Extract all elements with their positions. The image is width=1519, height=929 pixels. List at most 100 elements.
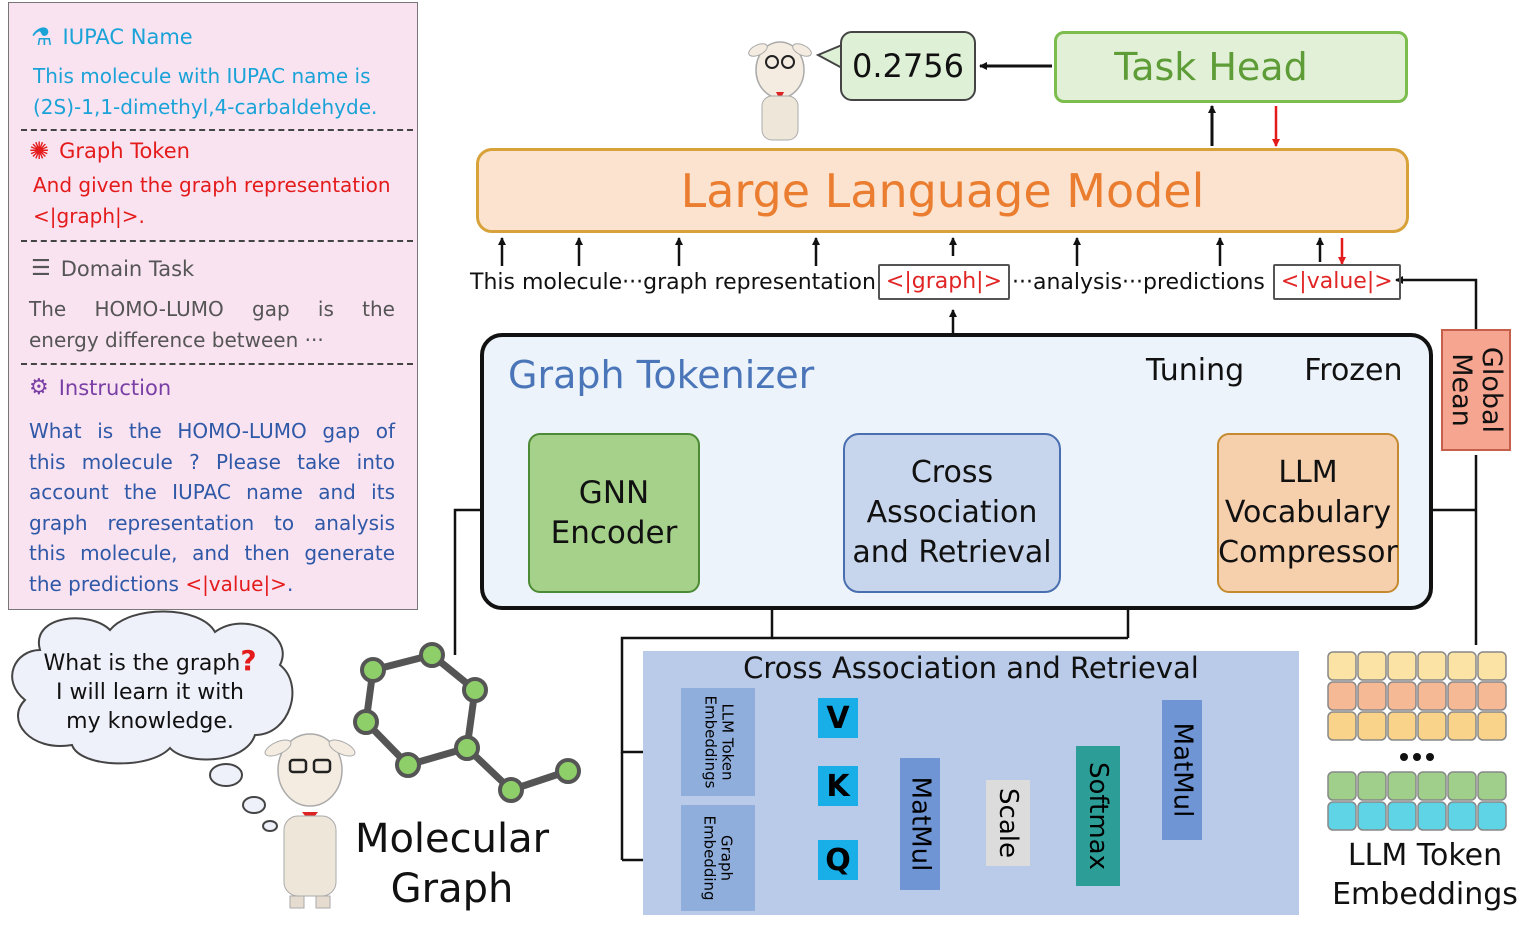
llm-token-embeddings-box: LLM Token Embeddings	[681, 688, 755, 796]
gnn-encoder-label: GNN Encoder	[551, 473, 678, 553]
emb-label-line-1: LLM Token	[1347, 838, 1503, 873]
scale-label: Scale	[993, 788, 1024, 858]
molecular-graph-line-1: Molecular	[354, 816, 550, 862]
matmul-box-1: MatMul	[900, 758, 940, 890]
graph-token-line-2: <|graph|>.	[33, 204, 145, 228]
thought-line-1-text: What is the graph	[43, 651, 241, 676]
molecule-atoms	[353, 642, 581, 803]
alpaca-top-icon	[748, 41, 843, 141]
car-detail-title: Cross Association and Retrieval	[743, 651, 1199, 685]
global-mean-box: Global Mean	[1441, 329, 1511, 451]
llm-token-emb-label: LLM Token Embeddings	[701, 695, 736, 789]
token-arrows	[498, 237, 1324, 266]
iupac-title-text: IUPAC Name	[62, 25, 193, 49]
vc-line-3: Compressor	[1218, 535, 1398, 570]
iupac-section-title: ⚗ IUPAC Name	[31, 23, 193, 51]
line-emb-to-detail	[620, 583, 774, 756]
domain-task-title-text: Domain Task	[60, 256, 195, 281]
domain-task-body: The HOMO-LUMO gap is the energy differen…	[29, 294, 395, 356]
thought-cloud	[11, 610, 294, 832]
question-mark: ?	[240, 644, 257, 677]
output-value: 0.2756	[852, 47, 964, 85]
instruction-title-text: Instruction	[58, 375, 172, 400]
instruction-last-suffix: .	[286, 571, 294, 596]
task-head-label: Task Head	[1114, 45, 1308, 89]
vc-line-1: LLM	[1278, 455, 1338, 490]
graph-token-box: <|graph|>	[877, 264, 1010, 300]
thought-text: What is the graph? I will learn it with …	[20, 646, 280, 736]
iupac-line-2: (2S)-1,1-dimethyl,4-carbaldehyde.	[33, 95, 378, 119]
instruction-line: this molecule, and then generate	[29, 541, 395, 565]
matmul-2-label: MatMul	[1167, 722, 1198, 818]
cross-association-label: Cross Association and Retrieval	[852, 453, 1051, 573]
task-head-box: Task Head	[1054, 31, 1408, 103]
emb-label-line-2: Embeddings	[1332, 877, 1518, 912]
llm-token-embeddings-label: LLM Token Embeddings	[1330, 836, 1519, 914]
iupac-line-1: This molecule with IUPAC name is	[33, 64, 371, 88]
divider	[21, 240, 413, 242]
domain-task-line-1: The HOMO-LUMO gap is the	[29, 297, 395, 321]
iupac-body: This molecule with IUPAC name is (2S)-1,…	[33, 61, 403, 123]
vocabulary-compressor-label: LLM Vocabulary Compressor	[1218, 453, 1398, 573]
llm-label: Large Language Model	[680, 163, 1205, 218]
softmax-label: Softmax	[1083, 762, 1114, 870]
graph-embedding-box: Graph Embedding	[681, 805, 755, 911]
instruction-section-title: ⚙ Instruction	[29, 375, 171, 400]
graph-token-body: And given the graph representation <|gra…	[33, 170, 413, 232]
molecular-graph-line-2: Graph	[390, 866, 514, 912]
global-mean-label: Global Mean	[1446, 346, 1508, 434]
instruction-body: What is the HOMO-LUMO gap of this molecu…	[29, 416, 395, 599]
gnn-encoder-box: GNN Encoder	[528, 433, 700, 593]
car-line-1: Cross	[910, 455, 994, 490]
robot-icon: ⚙	[29, 375, 49, 400]
query-q-box: Q	[818, 840, 858, 880]
instruction-line: this molecule ? Please take into	[29, 449, 395, 474]
instruction-line: What is the HOMO-LUMO gap of	[29, 419, 395, 443]
graph-node-icon: ✺	[29, 137, 50, 165]
graph-token-title-text: Graph Token	[59, 139, 190, 163]
token-sequence: This molecule···graph representation <|g…	[470, 262, 1403, 302]
value-token-box: <|value|>	[1272, 264, 1401, 300]
legend-frozen: Frozen	[1304, 353, 1403, 388]
key-k-box: K	[818, 766, 858, 806]
thought-line-1: What is the graph?	[20, 646, 280, 678]
gnn-line-1: GNN	[578, 475, 650, 511]
instruction-last-prefix: the predictions	[29, 571, 186, 596]
legend: Tuning Frozen	[1114, 353, 1403, 388]
value-v-box: V	[818, 698, 858, 738]
car-line-3: and Retrieval	[852, 535, 1052, 570]
prompt-panel: ⚗ IUPAC Name This molecule with IUPAC na…	[8, 2, 418, 610]
llm-box: Large Language Model	[476, 148, 1409, 233]
graph-token-section-title: ✺ Graph Token	[29, 137, 190, 165]
graph-tokenizer-title: Graph Tokenizer	[508, 353, 815, 397]
matmul-box-2: MatMul	[1162, 700, 1202, 840]
gnn-line-2: Encoder	[550, 515, 678, 551]
divider	[21, 129, 413, 131]
cross-association-box: Cross Association and Retrieval	[843, 433, 1061, 593]
thought-line-3: my knowledge.	[66, 709, 234, 734]
domain-task-line-2: energy difference between ···	[29, 328, 324, 352]
document-list-icon: ☰	[31, 256, 51, 281]
softmax-box: Softmax	[1076, 746, 1120, 886]
molecular-graph-label: Molecular Graph	[352, 814, 552, 914]
embedding-grid	[1327, 651, 1507, 831]
vc-line-2: Vocabulary	[1224, 495, 1392, 530]
token-text-2: ···analysis···predictions	[1012, 269, 1265, 295]
legend-tuning: Tuning	[1146, 353, 1245, 388]
token-text-1: This molecule···graph representation	[470, 269, 876, 295]
instruction-line: account the IUPAC name and its	[29, 480, 395, 504]
instruction-value-token: <|value|>	[185, 571, 287, 596]
divider	[21, 363, 413, 365]
graph-token-line-1: And given the graph representation	[33, 173, 391, 197]
instruction-line: graph representation to analysis	[29, 510, 395, 535]
flask-icon: ⚗	[31, 23, 53, 51]
car-line-2: Association	[866, 495, 1038, 530]
matmul-1-label: MatMul	[905, 776, 936, 872]
vocabulary-compressor-box: LLM Vocabulary Compressor	[1217, 433, 1399, 593]
graph-emb-label: Graph Embedding	[701, 815, 737, 901]
instruction-last-line: the predictions <|value|>.	[29, 569, 395, 600]
output-value-bubble: 0.2756	[840, 31, 976, 101]
alpaca-bottom-icon	[264, 733, 356, 909]
scale-box: Scale	[986, 780, 1030, 866]
thought-line-2: I will learn it with	[56, 680, 244, 705]
